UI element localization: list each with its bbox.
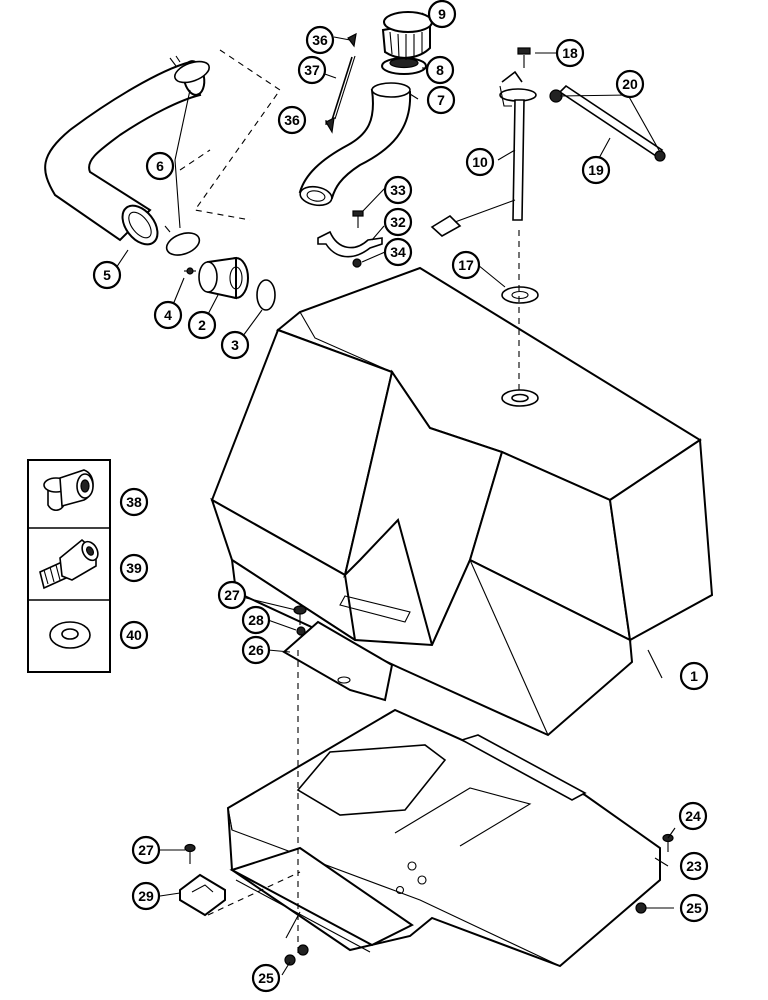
hardware-inset-panel xyxy=(27,459,111,673)
fuel-tank xyxy=(210,266,714,737)
callout-33: 33 xyxy=(383,175,413,205)
svg-text:33: 33 xyxy=(390,182,406,198)
clip-lower xyxy=(325,116,335,134)
nut-34 xyxy=(352,258,362,268)
callout-19: 19 xyxy=(581,155,611,185)
callout-4: 4 xyxy=(153,300,183,330)
svg-text:36: 36 xyxy=(312,32,328,48)
clip-plate xyxy=(179,873,226,917)
washer-icon xyxy=(49,621,91,649)
pipe-clamp xyxy=(317,230,383,258)
nut-25-lower-a xyxy=(284,954,296,966)
callout-6: 6 xyxy=(145,151,175,181)
nut-25-lower-b xyxy=(297,944,309,956)
callout-27-lower: 27 xyxy=(131,835,161,865)
access-panel xyxy=(229,846,414,947)
gasket-ring xyxy=(256,279,276,311)
svg-text:4: 4 xyxy=(164,307,172,323)
callout-32: 32 xyxy=(383,207,413,237)
svg-text:2: 2 xyxy=(198,317,206,333)
svg-text:20: 20 xyxy=(622,76,638,92)
callout-27-upper: 27 xyxy=(217,580,247,610)
hose-clamp-upper xyxy=(169,55,210,84)
sender-unit xyxy=(430,70,537,237)
svg-text:36: 36 xyxy=(284,112,300,128)
svg-text:7: 7 xyxy=(437,92,445,108)
svg-text:17: 17 xyxy=(458,257,474,273)
fitting-icon xyxy=(39,538,99,590)
screw-33 xyxy=(352,210,364,228)
clip-upper xyxy=(347,32,357,48)
bracket xyxy=(282,620,394,702)
screw xyxy=(184,267,196,275)
svg-text:5: 5 xyxy=(103,267,111,283)
svg-text:39: 39 xyxy=(126,560,142,576)
callout-10: 10 xyxy=(465,147,495,177)
callout-36-upper: 36 xyxy=(305,25,335,55)
callout-18: 18 xyxy=(555,38,585,68)
callout-8: 8 xyxy=(425,55,455,85)
svg-text:25: 25 xyxy=(686,900,702,916)
svg-text:6: 6 xyxy=(156,158,164,174)
filler-ring xyxy=(381,57,427,75)
callout-39: 39 xyxy=(119,553,149,583)
callout-1: 1 xyxy=(679,661,709,691)
svg-text:18: 18 xyxy=(562,45,578,61)
filler-hose xyxy=(44,60,206,246)
filler-neck xyxy=(298,82,412,207)
callout-25-right: 25 xyxy=(679,893,709,923)
svg-text:29: 29 xyxy=(138,888,154,904)
svg-text:25: 25 xyxy=(258,970,274,986)
screw-18 xyxy=(517,47,531,68)
callout-34: 34 xyxy=(383,237,413,267)
callout-20: 20 xyxy=(615,69,645,99)
vent-tube xyxy=(558,84,664,158)
svg-text:23: 23 xyxy=(686,858,702,874)
callout-17: 17 xyxy=(451,250,481,280)
callout-7: 7 xyxy=(426,85,456,115)
svg-text:9: 9 xyxy=(438,6,446,22)
svg-text:26: 26 xyxy=(248,642,264,658)
bolt-27-lower xyxy=(184,843,196,864)
svg-text:27: 27 xyxy=(224,587,240,603)
svg-text:19: 19 xyxy=(588,162,604,178)
callout-40: 40 xyxy=(119,620,149,650)
bottom-plate xyxy=(226,708,661,968)
callout-2: 2 xyxy=(187,310,217,340)
svg-text:27: 27 xyxy=(138,842,154,858)
callout-3: 3 xyxy=(220,330,250,360)
filler-cap xyxy=(381,11,433,60)
svg-text:10: 10 xyxy=(472,154,488,170)
callout-38: 38 xyxy=(119,487,149,517)
callout-9: 9 xyxy=(427,0,457,29)
strap xyxy=(331,56,353,121)
filler-adapter xyxy=(198,256,249,300)
callout-36-lower: 36 xyxy=(277,105,307,135)
bushing-icon xyxy=(43,469,94,512)
svg-text:3: 3 xyxy=(231,337,239,353)
callout-25-bottom: 25 xyxy=(251,963,281,993)
nut-25-right xyxy=(635,902,647,914)
callout-26: 26 xyxy=(241,635,271,665)
svg-text:8: 8 xyxy=(436,62,444,78)
svg-text:1: 1 xyxy=(690,668,698,684)
callout-24: 24 xyxy=(678,801,708,831)
svg-text:34: 34 xyxy=(390,244,406,260)
callout-23: 23 xyxy=(679,851,709,881)
sender-gasket xyxy=(501,286,539,304)
callout-5: 5 xyxy=(92,260,122,290)
callout-28: 28 xyxy=(241,605,271,635)
svg-text:28: 28 xyxy=(248,612,264,628)
fitting-lower xyxy=(654,150,666,162)
callout-37: 37 xyxy=(297,55,327,85)
svg-text:32: 32 xyxy=(390,214,406,230)
hose-clamp-lower xyxy=(164,225,201,256)
washer-28 xyxy=(296,626,306,636)
svg-text:40: 40 xyxy=(126,627,142,643)
svg-text:37: 37 xyxy=(304,62,320,78)
svg-text:38: 38 xyxy=(126,494,142,510)
callout-29: 29 xyxy=(131,881,161,911)
svg-text:24: 24 xyxy=(685,808,701,824)
